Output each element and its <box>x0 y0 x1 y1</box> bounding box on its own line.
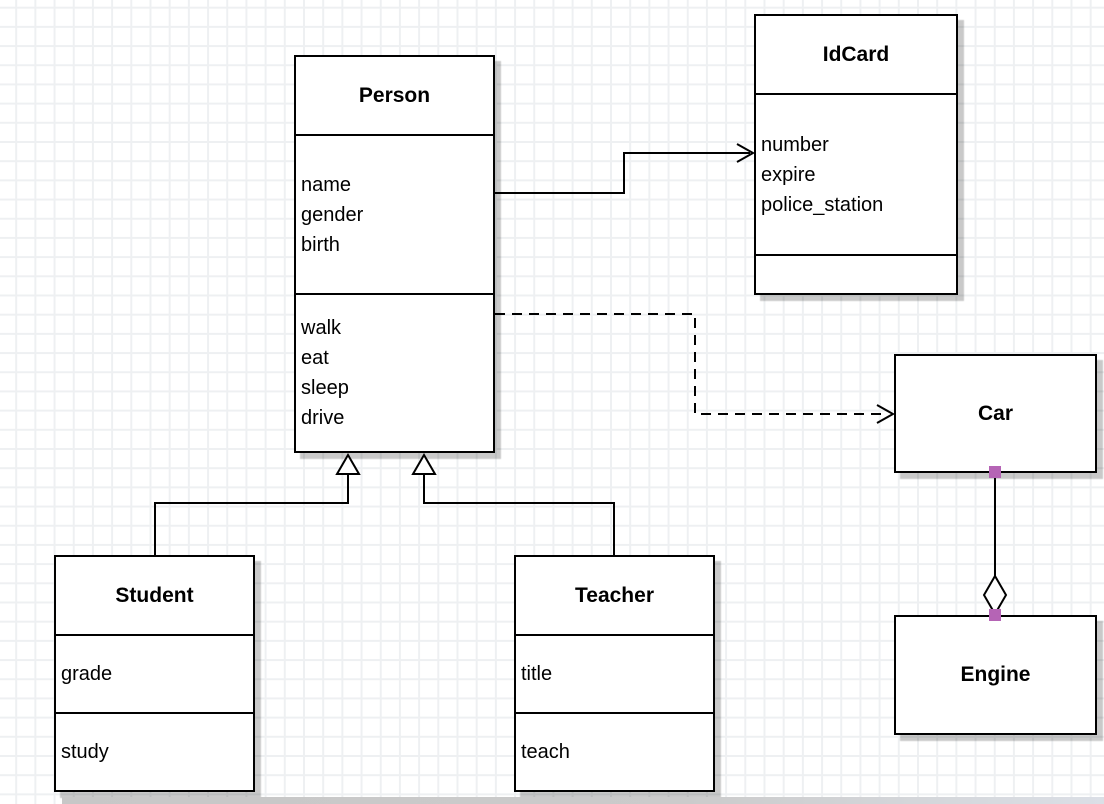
class-title: Teacher <box>575 583 654 607</box>
attribute: grade <box>61 663 113 685</box>
hollow-triangle-arrowhead-icon <box>335 453 361 475</box>
edge-line[interactable] <box>423 474 615 555</box>
class-title: Person <box>358 83 431 107</box>
method: eat <box>301 347 329 369</box>
edge-teacher-person-generalization[interactable] <box>411 453 615 555</box>
class-car[interactable]: Car <box>894 354 1097 473</box>
attribute: name <box>301 173 352 196</box>
method: walk <box>301 317 342 339</box>
class-idcard[interactable]: IdCard number expire police_station <box>754 14 958 295</box>
edge-person-idcard-association[interactable] <box>495 143 756 194</box>
aggregation-diamond-icon <box>982 574 1008 616</box>
methods-section: teach <box>516 712 713 790</box>
attribute: number <box>761 133 829 156</box>
edge-line[interactable] <box>495 152 750 194</box>
attribute: gender <box>301 203 364 226</box>
method: teach <box>521 741 570 763</box>
class-teacher[interactable]: Teacher title teach <box>514 555 715 792</box>
edge-person-car-dependency[interactable] <box>495 313 896 424</box>
methods-section-empty <box>756 254 956 293</box>
class-engine[interactable]: Engine <box>894 615 1097 735</box>
attribute: expire <box>761 163 816 186</box>
class-student[interactable]: Student grade study <box>54 555 255 792</box>
page-bottom-edge <box>62 797 1104 804</box>
attribute: title <box>521 663 553 685</box>
method: study <box>61 741 109 763</box>
edge-car-engine-aggregation[interactable] <box>982 466 1008 621</box>
class-title: Engine <box>960 663 1031 686</box>
edge-line[interactable] <box>495 313 886 415</box>
open-arrowhead-icon <box>876 404 896 424</box>
hollow-triangle-arrowhead-icon <box>411 453 437 475</box>
method: sleep <box>301 377 349 399</box>
attributes-section: name gender birth <box>296 134 493 293</box>
attribute: police_station <box>761 193 884 216</box>
methods-section: study <box>56 712 253 790</box>
attributes-section: title <box>516 634 713 712</box>
edge-line[interactable] <box>154 474 349 555</box>
class-person[interactable]: Person name gender birth walk eat sleep … <box>294 55 495 453</box>
class-title: IdCard <box>822 42 890 66</box>
class-title: Car <box>977 401 1014 425</box>
edge-student-person-generalization[interactable] <box>154 453 361 555</box>
attributes-section: grade <box>56 634 253 712</box>
class-title: Student <box>115 583 194 607</box>
open-arrowhead-icon <box>736 143 756 163</box>
attribute: birth <box>301 233 340 256</box>
attributes-section: number expire police_station <box>756 93 956 254</box>
methods-section: walk eat sleep drive <box>296 293 493 451</box>
method: drive <box>301 407 345 429</box>
